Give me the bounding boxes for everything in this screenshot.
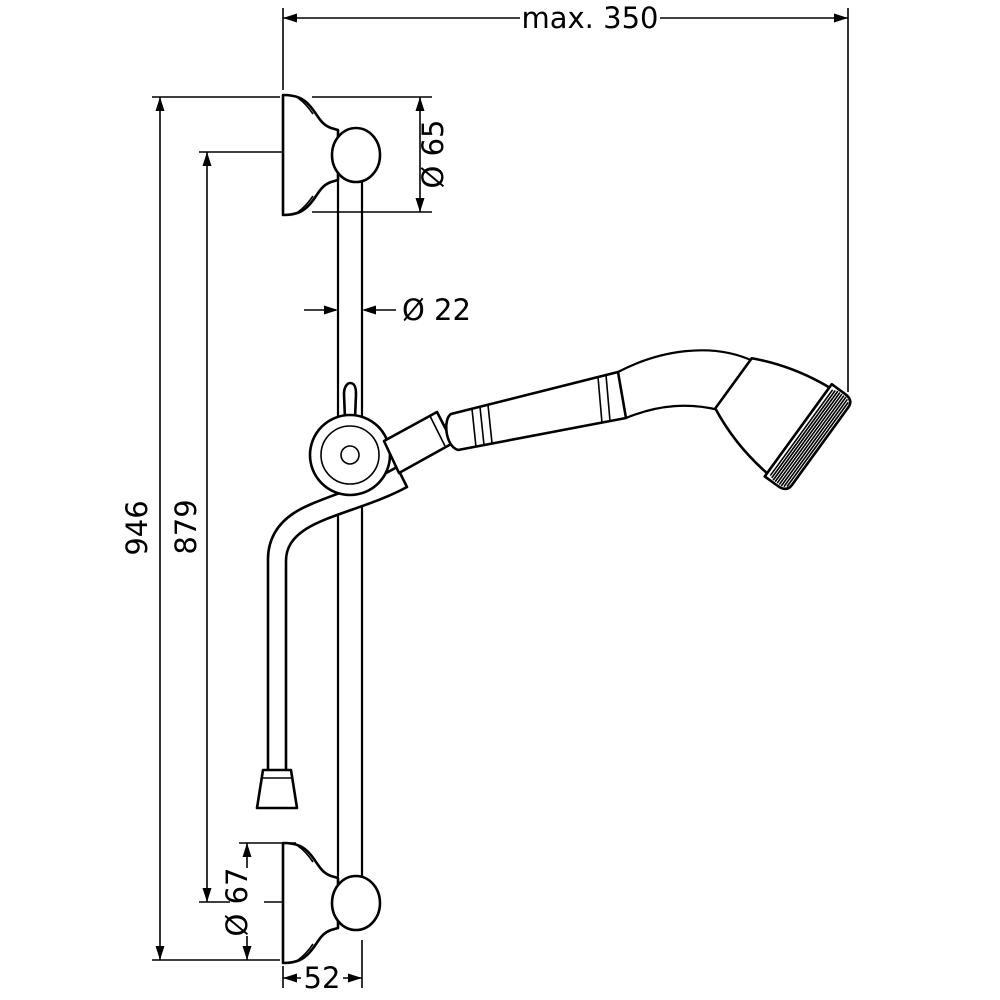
spray-face-grooves bbox=[769, 389, 849, 488]
label-top-escutcheon-diameter: Ø 65 bbox=[416, 120, 450, 189]
dimension-base-width bbox=[282, 940, 363, 988]
top-wall-bracket bbox=[281, 93, 382, 217]
spray-head bbox=[713, 356, 852, 491]
dimension-overall-height bbox=[152, 96, 280, 961]
handle-knurling bbox=[471, 374, 611, 448]
bottom-wall-bracket bbox=[281, 841, 382, 965]
dimension-bar-diameter bbox=[304, 305, 396, 315]
wall-bar bbox=[336, 176, 364, 878]
slider-unit bbox=[308, 381, 455, 497]
hand-shower bbox=[444, 349, 852, 491]
label-max-width: max. 350 bbox=[522, 1, 659, 35]
label-bar-diameter: Ø 22 bbox=[402, 293, 471, 327]
label-overall-height: 946 bbox=[120, 500, 154, 555]
dimension-max-width bbox=[282, 8, 849, 392]
shower-neck-bottom bbox=[624, 404, 721, 420]
shower-hose bbox=[255, 465, 409, 810]
label-mounting-distance: 879 bbox=[169, 499, 203, 554]
hose-connector bbox=[255, 768, 299, 810]
label-bottom-escutcheon-diameter: Ø 67 bbox=[220, 868, 254, 937]
dimension-labels: max. 350 946 879 Ø 65 Ø 22 Ø 67 52 bbox=[120, 1, 658, 995]
top-pivot-knob bbox=[330, 126, 382, 184]
label-base-width: 52 bbox=[304, 961, 341, 995]
dimension-top-escutcheon bbox=[312, 96, 432, 213]
slider-lever bbox=[342, 381, 358, 421]
shower-neck-top bbox=[616, 349, 755, 374]
bottom-pivot-knob bbox=[330, 874, 382, 932]
